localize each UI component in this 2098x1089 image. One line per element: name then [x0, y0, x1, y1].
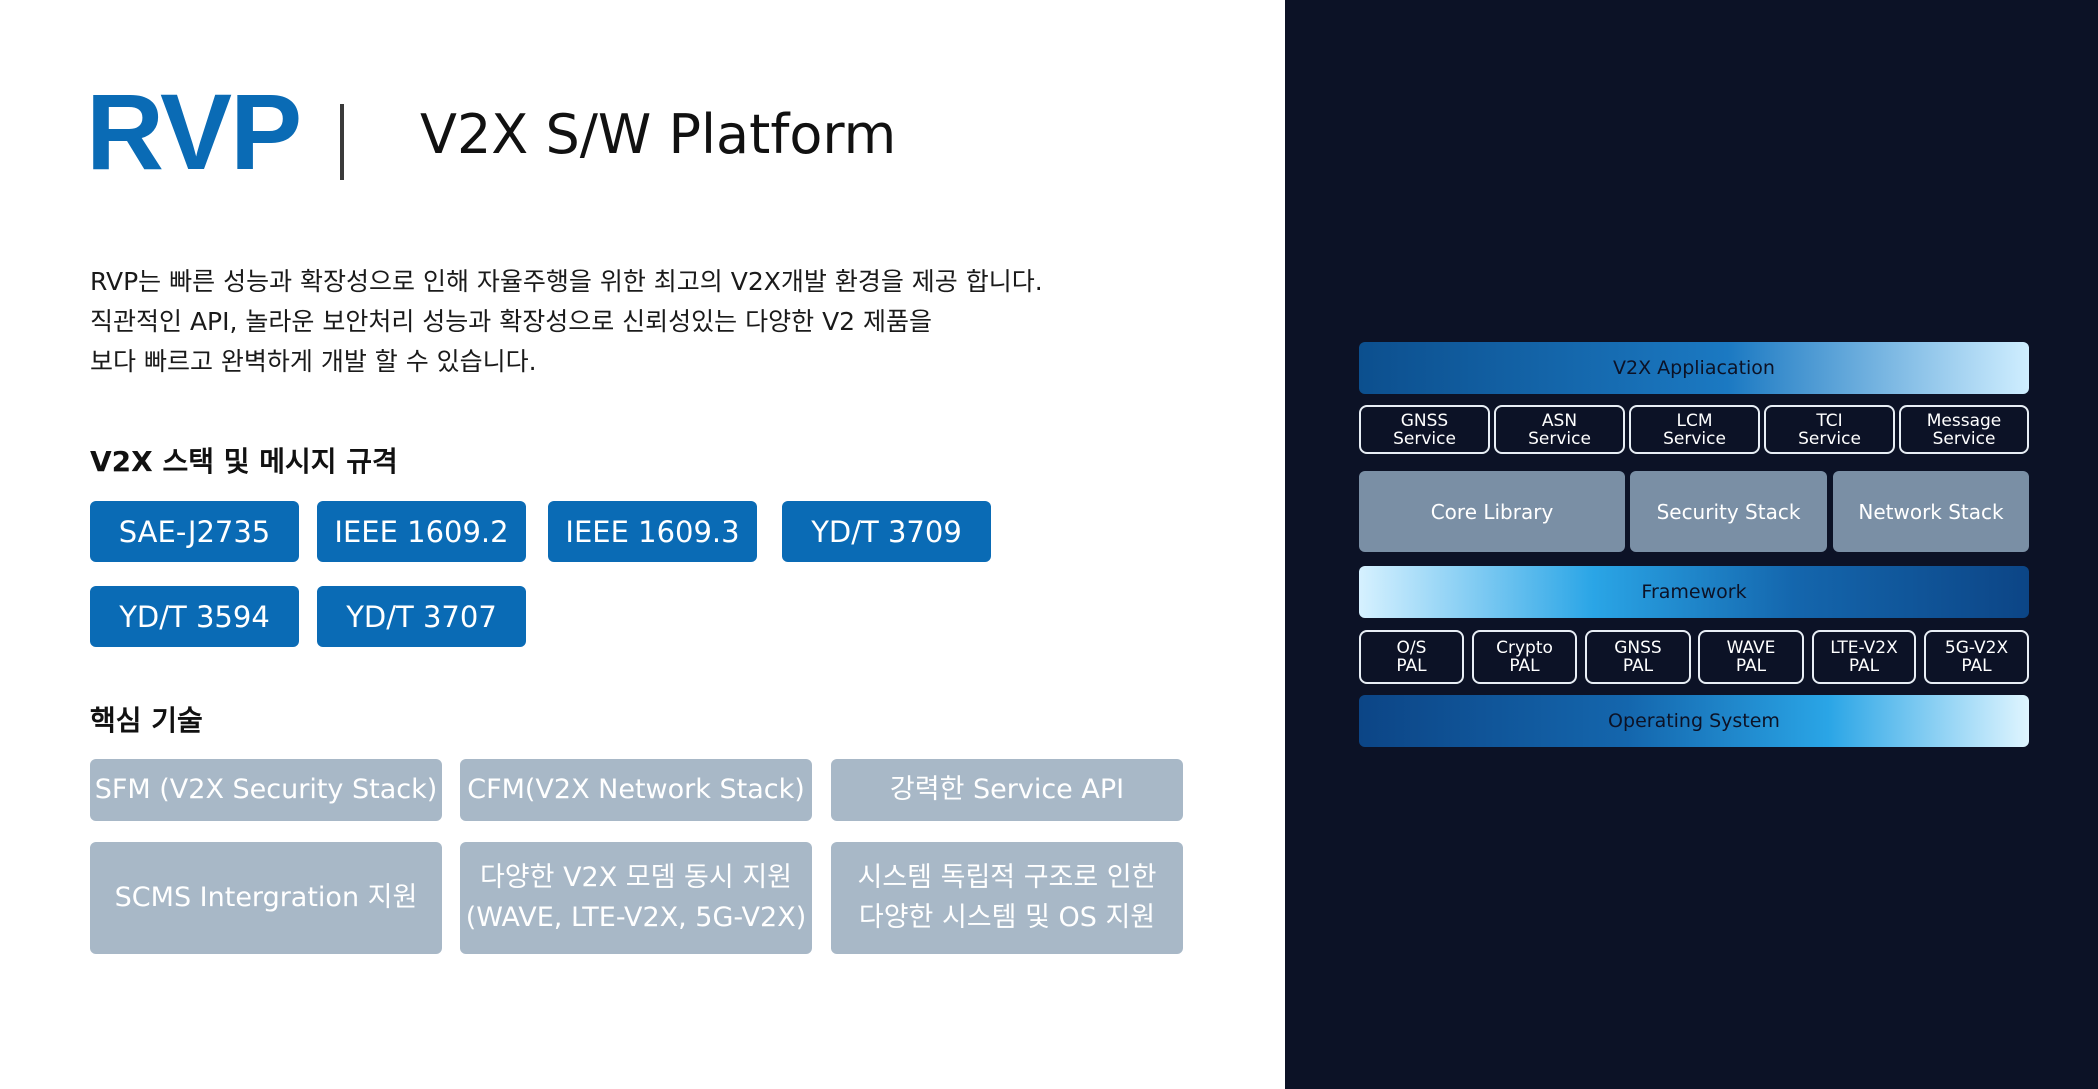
service-type: Service	[1393, 428, 1456, 449]
tech-label: SFM (V2X Security Stack)	[94, 774, 438, 805]
pal-type: PAL	[1509, 656, 1540, 676]
tech-scms: SCMS Intergration 지원	[90, 842, 442, 954]
tag-yd-t-3594: YD/T 3594	[90, 586, 299, 647]
tech-label: CFM(V2X Network Stack)	[467, 774, 805, 805]
intro-text: RVP는 빠른 성능과 확장성으로 인해 자율주행을 위한 최고의 V2X개발 …	[90, 262, 1190, 382]
service-type: Service	[1798, 428, 1861, 449]
pal-wave: WAVE PAL	[1698, 630, 1804, 684]
pal-type: PAL	[1735, 656, 1767, 676]
title-divider	[340, 104, 344, 180]
service-name: LCM	[1676, 410, 1713, 431]
tech-label-line2: (WAVE, LTE-V2X, 5G-V2X)	[465, 902, 807, 933]
intro-line: 직관적인 API, 놀라운 보안처리 성능과 확장성으로 신뢰성있는 다양한 V…	[90, 307, 933, 336]
service-asn: ASN Service	[1494, 405, 1625, 454]
service-lcm: LCM Service	[1629, 405, 1760, 454]
tech-label-line2: 다양한 시스템 및 OS 지원	[858, 902, 1156, 933]
service-message: Message Service	[1899, 405, 2029, 454]
layer-framework: Framework	[1359, 566, 2029, 618]
library-network-stack: Network Stack	[1833, 471, 2029, 552]
pal-lte-v2x: LTE-V2X PAL	[1812, 630, 1916, 684]
tag-yd-t-3707: YD/T 3707	[317, 586, 526, 647]
pal-name: GNSS	[1614, 638, 1662, 658]
pal-os: O/S PAL	[1359, 630, 1464, 684]
tech-label-line1: 시스템 독립적 구조로 인한	[857, 862, 1157, 893]
pal-type: PAL	[1848, 656, 1880, 676]
pal-name: WAVE	[1726, 638, 1776, 658]
intro-line: 보다 빠르고 완벽하게 개발 할 수 있습니다.	[90, 347, 537, 376]
library-core: Core Library	[1359, 471, 1625, 552]
tag-ieee-1609-2: IEEE 1609.2	[317, 501, 526, 562]
service-name: TCI	[1816, 410, 1843, 431]
page-subtitle: V2X S/W Platform	[420, 103, 897, 166]
service-name: GNSS	[1400, 410, 1449, 431]
tech-label: SCMS Intergration 지원	[114, 882, 418, 913]
tag-yd-t-3709: YD/T 3709	[782, 501, 991, 562]
pal-type: PAL	[1622, 656, 1654, 676]
pal-name: 5G-V2X	[1944, 638, 2009, 658]
architecture-panel: V2X Appliacation GNSS Service ASN Servic…	[1285, 0, 2098, 1089]
pal-5g-v2x: 5G-V2X PAL	[1924, 630, 2029, 684]
tag-sae-j2735: SAE-J2735	[90, 501, 299, 562]
tech-sfm: SFM (V2X Security Stack)	[90, 759, 442, 821]
service-gnss: GNSS Service	[1359, 405, 1490, 454]
service-type: Service	[1663, 428, 1726, 449]
pal-type: PAL	[1396, 656, 1427, 676]
tech-label: 강력한 Service API	[889, 774, 1125, 805]
pal-name: Crypto	[1496, 638, 1553, 658]
service-name: ASN	[1541, 410, 1578, 431]
tech-system-independent: 시스템 독립적 구조로 인한 다양한 시스템 및 OS 지원	[831, 842, 1183, 954]
pal-name: O/S	[1396, 638, 1427, 658]
pal-name: LTE-V2X	[1830, 638, 1898, 658]
library-security-stack: Security Stack	[1630, 471, 1827, 552]
content-panel: RVP V2X S/W Platform RVP는 빠른 성능과 확장성으로 인…	[86, 71, 1190, 954]
core-tech-heading: 핵심 기술	[90, 704, 203, 737]
standards-heading: V2X 스택 및 메시지 규격	[90, 445, 398, 478]
service-type: Service	[1528, 428, 1591, 449]
service-tci: TCI Service	[1764, 405, 1895, 454]
pal-gnss: GNSS PAL	[1585, 630, 1691, 684]
pal-type: PAL	[1961, 656, 1992, 676]
tech-label-line1: 다양한 V2X 모뎀 동시 지원	[479, 862, 793, 893]
layer-application: V2X Appliacation	[1359, 342, 2029, 394]
tech-cfm: CFM(V2X Network Stack)	[460, 759, 812, 821]
pal-crypto: Crypto PAL	[1472, 630, 1577, 684]
layer-operating-system: Operating System	[1359, 695, 2029, 747]
brand-title: RVP	[86, 71, 302, 192]
intro-line: RVP는 빠른 성능과 확장성으로 인해 자율주행을 위한 최고의 V2X개발 …	[90, 267, 1043, 296]
service-name: Message	[1926, 410, 2002, 431]
tag-ieee-1609-3: IEEE 1609.3	[548, 501, 757, 562]
tech-service-api: 강력한 Service API	[831, 759, 1183, 821]
tech-modem-support: 다양한 V2X 모뎀 동시 지원 (WAVE, LTE-V2X, 5G-V2X)	[460, 842, 812, 954]
service-type: Service	[1932, 428, 1996, 449]
